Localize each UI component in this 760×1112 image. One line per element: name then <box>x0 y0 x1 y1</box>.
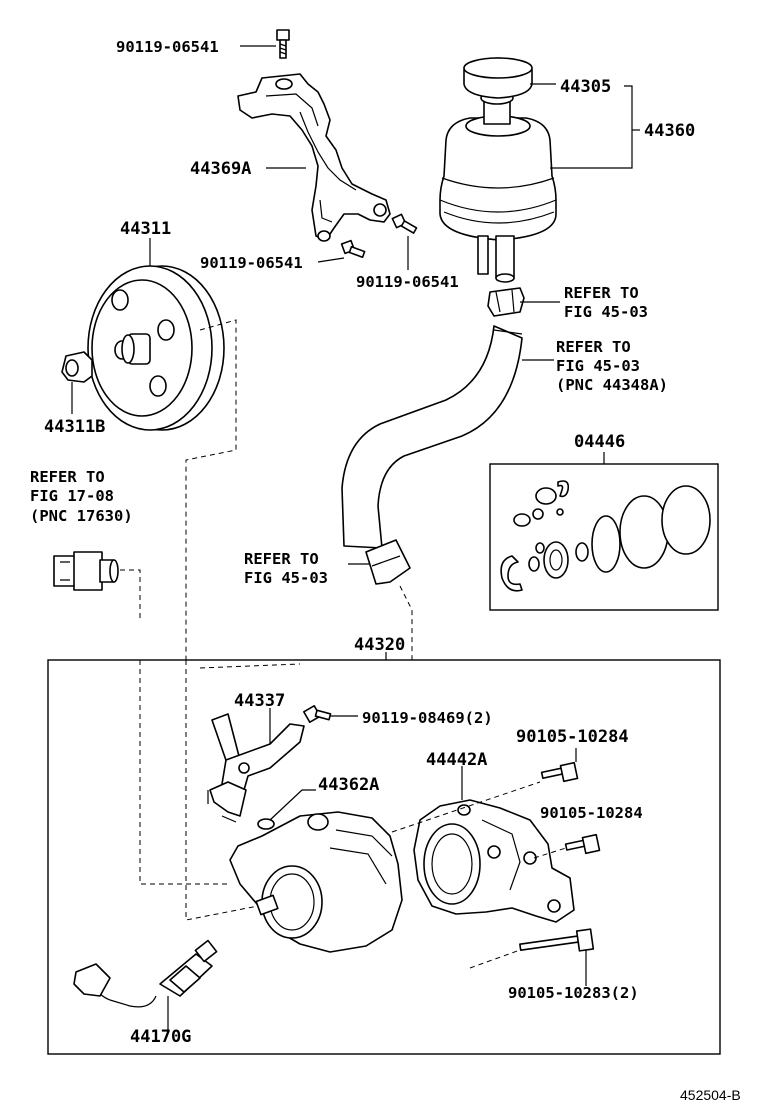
o-ring-44362a <box>257 818 275 830</box>
label-refer-switch-3: (PNC 17630) <box>30 507 133 525</box>
label-reservoir: 44360 <box>644 121 695 141</box>
dash-union <box>199 663 301 669</box>
pressure-switch <box>53 551 119 591</box>
label-union-bolt: 90119-08469(2) <box>362 709 493 727</box>
bracket-44369a <box>237 73 391 242</box>
label-bracket: 44369A <box>190 159 251 179</box>
dash-main <box>185 660 259 921</box>
pump-assembly-box <box>47 659 721 1055</box>
label-refer-clamp-1: REFER TO <box>564 284 639 302</box>
label-sensor: 44170G <box>130 1027 191 1047</box>
pulley-nut-44311b <box>61 351 93 383</box>
label-bolt-middle: 90105-10284 <box>540 804 643 822</box>
label-o-ring: 44362A <box>318 775 379 795</box>
return-hose <box>341 325 523 549</box>
label-refer-switch-2: FIG 17-08 <box>30 487 114 505</box>
bolt-90105-10283-long <box>519 928 595 952</box>
leader-o-ring <box>269 789 316 821</box>
label-refer-switch-1: REFER TO <box>30 468 105 486</box>
dash-bolt-mid <box>533 847 567 859</box>
label-bolt-long: 90105-10283(2) <box>508 984 639 1002</box>
bolt-90119-06541-mid-left <box>340 239 366 259</box>
hose-clamp-lower <box>365 539 411 585</box>
pump-body <box>229 811 403 953</box>
leader-bolt-mid-left <box>317 257 345 263</box>
label-refer-hose-2: FIG 45-03 <box>556 357 640 375</box>
dash-main-2 <box>139 660 230 885</box>
label-bolt-mid-right: 90119-06541 <box>356 273 459 291</box>
pulley-44311 <box>87 265 225 431</box>
bolt-90119-06541-mid-right <box>391 213 418 234</box>
label-bolt-upper: 90105-10284 <box>516 727 629 747</box>
label-bolt-mid-left: 90119-06541 <box>200 254 303 272</box>
label-refer-lower-1: REFER TO <box>244 550 319 568</box>
label-pulley: 44311 <box>120 219 171 239</box>
union-44337 <box>207 713 305 823</box>
bolt-90105-10284-upper <box>540 761 579 783</box>
dash-bolt-long <box>469 949 521 969</box>
bolt-90119-06541-top <box>276 29 290 59</box>
label-pump-assy: 44320 <box>354 635 405 655</box>
housing-44442a <box>413 799 575 923</box>
dash-switch <box>120 569 141 620</box>
label-pulley-nut: 44311B <box>44 417 105 437</box>
gasket-kit-04446 <box>489 463 719 611</box>
label-refer-clamp-2: FIG 45-03 <box>564 303 648 321</box>
label-bolt-top: 90119-06541 <box>116 38 219 56</box>
dash-bolt-upper <box>391 781 541 833</box>
label-kit: 04446 <box>574 432 625 452</box>
figure-id: 452504-B <box>680 1087 741 1103</box>
reservoir-44360 <box>439 57 557 283</box>
label-refer-lower-2: FIG 45-03 <box>244 569 328 587</box>
label-housing: 44442A <box>426 750 487 770</box>
hose-clamp-upper <box>487 287 525 317</box>
label-refer-hose-1: REFER TO <box>556 338 631 356</box>
sensor-44170g <box>73 939 218 1008</box>
label-union: 44337 <box>234 691 285 711</box>
bolt-90105-10284-middle <box>564 833 601 855</box>
label-cap: 44305 <box>560 77 611 97</box>
label-refer-hose-3: (PNC 44348A) <box>556 376 668 394</box>
union-bolt <box>303 705 332 723</box>
leader-reservoir <box>550 85 633 169</box>
